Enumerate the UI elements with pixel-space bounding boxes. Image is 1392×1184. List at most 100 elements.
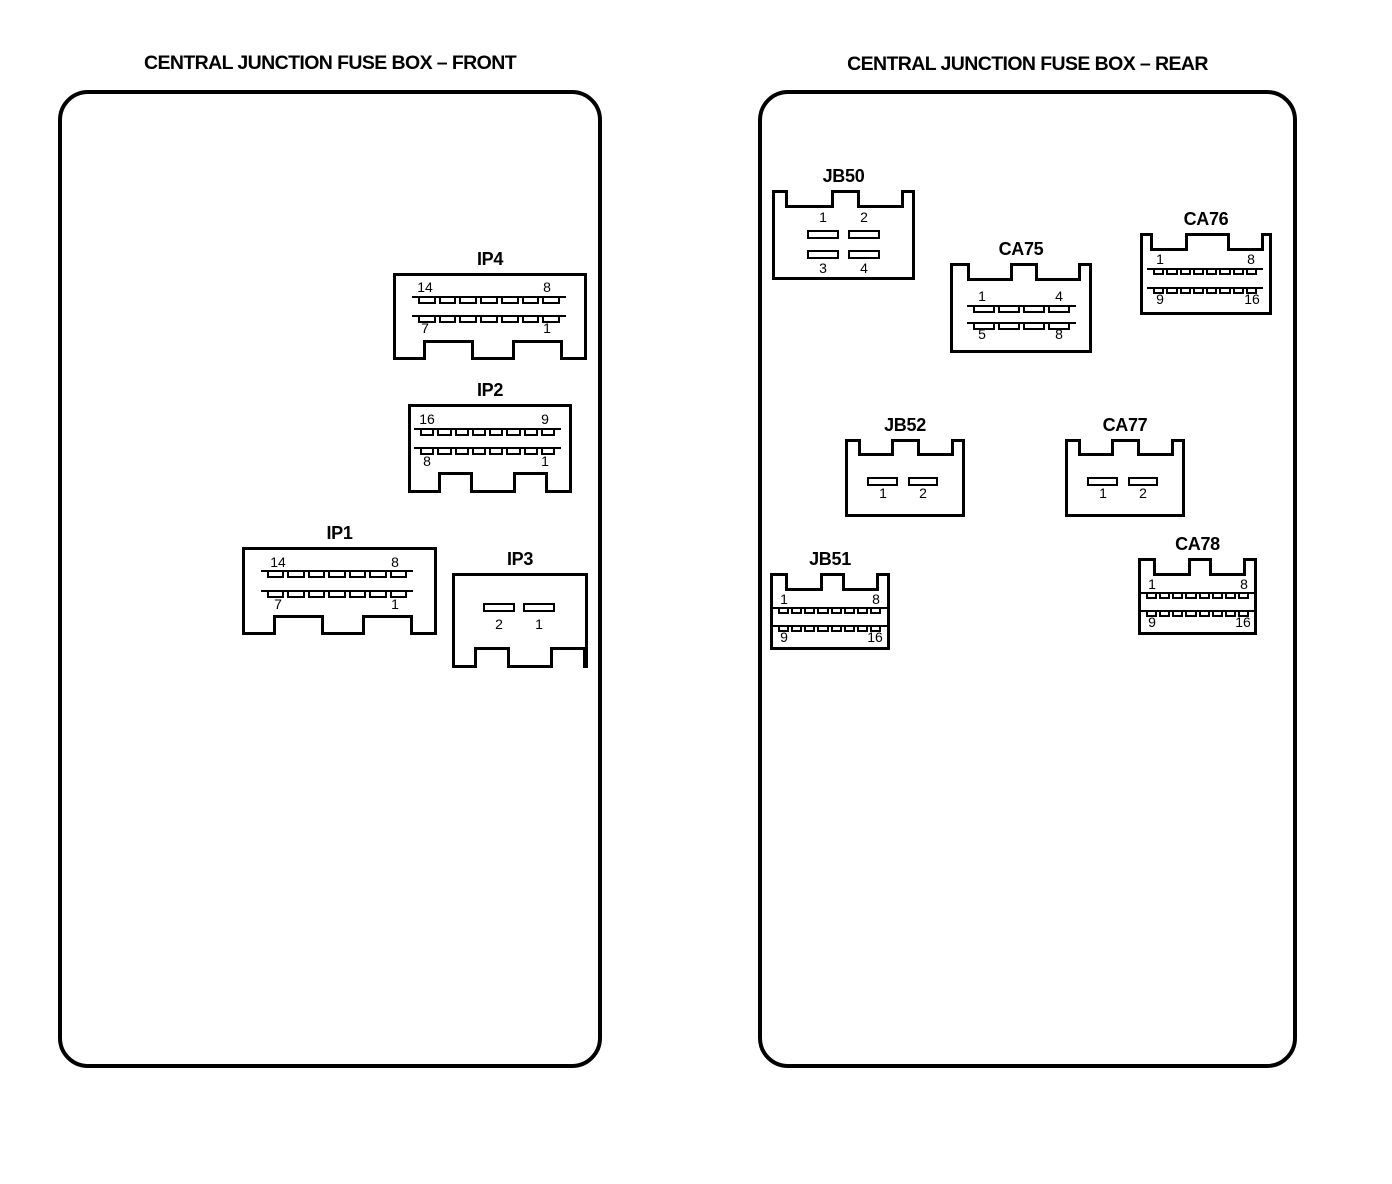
keying-notch: [1078, 439, 1114, 456]
pin-row-line: [1140, 592, 1255, 594]
pin: [483, 603, 515, 612]
pin: [287, 570, 305, 578]
pin-number: 4: [1055, 288, 1063, 304]
pin: [848, 250, 880, 259]
pin: [1159, 610, 1171, 617]
keying-notch: [362, 615, 413, 635]
pin: [856, 625, 868, 632]
pin-row-line: [772, 607, 887, 609]
pin-row-line: [1147, 268, 1263, 270]
pin: [856, 607, 868, 614]
pin-number: 7: [274, 596, 282, 612]
pin-number: 16: [1244, 291, 1260, 307]
keying-notch: [785, 190, 834, 208]
pin: [1224, 592, 1236, 599]
pin: [1237, 592, 1249, 599]
keying-notch: [857, 190, 904, 208]
pin: [791, 625, 803, 632]
pin: [500, 315, 519, 323]
pin: [1237, 610, 1249, 617]
pin: [267, 570, 285, 578]
pin: [471, 428, 486, 436]
pin: [807, 250, 839, 259]
keying-notch: [785, 573, 823, 591]
pin: [489, 447, 504, 455]
pin: [907, 477, 938, 486]
connector-label: IP2: [476, 380, 504, 400]
pin: [1192, 268, 1204, 275]
pin-number: 1: [1148, 576, 1156, 592]
pin: [1159, 592, 1171, 599]
pin: [1219, 287, 1231, 294]
pin: [804, 607, 816, 614]
keying-notch: [273, 615, 324, 635]
pin-number: 1: [543, 320, 551, 336]
pin: [328, 590, 346, 598]
pin-number: 9: [1156, 291, 1164, 307]
pin: [459, 296, 478, 304]
keying-notch: [842, 573, 879, 591]
pin-number: 1: [1156, 251, 1164, 267]
pin-row-line: [414, 428, 561, 430]
pin: [459, 315, 478, 323]
pin-number: 2: [495, 616, 503, 632]
pin: [348, 570, 367, 578]
keying-notch: [1227, 233, 1264, 251]
pin: [804, 625, 816, 632]
pin-number: 9: [780, 629, 788, 645]
pin: [506, 447, 521, 455]
keying-notch: [474, 647, 510, 668]
pin: [1206, 268, 1218, 275]
pin: [1232, 268, 1244, 275]
pin: [843, 625, 855, 632]
pin: [843, 607, 855, 614]
keying-notch: [513, 472, 548, 493]
pin: [420, 428, 435, 436]
connector-label: JB50: [822, 166, 865, 186]
pin: [307, 570, 326, 578]
pin: [998, 322, 1020, 330]
pin-number: 1: [535, 616, 543, 632]
connector-label: IP3: [506, 549, 534, 569]
pin: [1245, 268, 1257, 275]
pin-number: 1: [819, 209, 827, 225]
pin: [506, 428, 521, 436]
pin: [480, 296, 498, 304]
pin-row-line: [1140, 610, 1255, 612]
pin: [542, 315, 560, 323]
keying-notch: [917, 439, 954, 456]
keying-notch: [550, 647, 586, 668]
pin: [778, 607, 790, 614]
keying-notch: [1209, 558, 1246, 576]
connector-label: JB51: [809, 549, 851, 569]
pin-number: 3: [819, 260, 827, 276]
connector-label: CA75: [998, 239, 1044, 259]
pin-number: 8: [872, 591, 880, 607]
pin-row-line: [967, 322, 1076, 324]
panel-title-front: CENTRAL JUNCTION FUSE BOX – FRONT: [143, 52, 517, 74]
pin-number: 8: [543, 279, 551, 295]
pin-number: 8: [391, 554, 399, 570]
pin: [418, 296, 436, 304]
pin: [830, 607, 842, 614]
pin: [998, 305, 1020, 313]
pin-row-line: [414, 447, 561, 449]
pin-number: 2: [919, 485, 927, 501]
pin: [1224, 610, 1236, 617]
pin: [1179, 287, 1191, 294]
pin: [523, 428, 538, 436]
pin-row-line: [772, 625, 887, 627]
connector-label: CA77: [1102, 415, 1148, 435]
pin: [489, 428, 504, 436]
connector-label: CA78: [1175, 534, 1220, 554]
pin: [848, 230, 880, 239]
pin: [869, 607, 881, 614]
pin: [778, 625, 790, 632]
keying-notch: [1153, 558, 1191, 576]
pin: [1232, 287, 1244, 294]
